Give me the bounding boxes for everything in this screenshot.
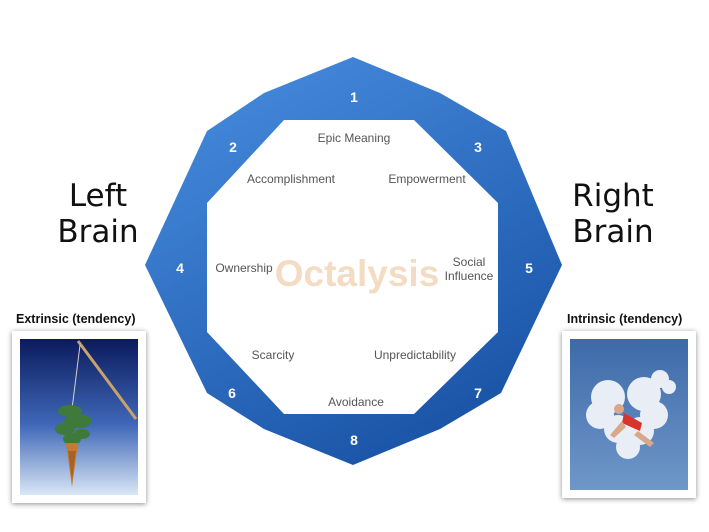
drive-label-6: Scarcity [252, 348, 295, 362]
drive-number-4: 4 [176, 260, 184, 276]
drive-number-5: 5 [525, 260, 533, 276]
drive-number-2: 2 [229, 139, 237, 155]
drive-label-8: Avoidance [328, 395, 384, 409]
carrot-stick-image [20, 339, 138, 495]
extrinsic-tendency-label: Extrinsic (tendency) [16, 312, 136, 326]
right-brain-line-1: Right [572, 178, 654, 214]
heart-cloud-image [570, 339, 688, 490]
right-brain-line-2: Brain [572, 214, 654, 250]
drive-label-2: Accomplishment [247, 172, 336, 186]
drive-number-8: 8 [350, 432, 358, 448]
drive-number-6: 6 [228, 385, 236, 401]
drive-number-1: 1 [350, 89, 358, 105]
drive-label-3: Empowerment [388, 172, 466, 186]
left-brain-line-1: Left [68, 178, 128, 214]
drive-label-1: Epic Meaning [318, 131, 391, 145]
left-brain-line-2: Brain [57, 214, 139, 250]
carrot-on-stick-photo [12, 331, 146, 503]
drive-label-4: Ownership [215, 261, 273, 275]
inner-octagon [207, 120, 498, 414]
intrinsic-tendency-label: Intrinsic (tendency) [567, 312, 683, 326]
left-brain-title: Left Brain [56, 178, 140, 250]
heart-cloud-jumper-photo [562, 331, 696, 498]
drive-number-3: 3 [474, 139, 482, 155]
drive-numbers: 1 2 3 4 5 6 7 8 [176, 89, 533, 448]
drive-label-7: Unpredictability [374, 348, 456, 362]
center-label: Octalysis [275, 253, 440, 294]
drive-number-7: 7 [474, 385, 482, 401]
right-brain-title: Right Brain [567, 178, 659, 250]
